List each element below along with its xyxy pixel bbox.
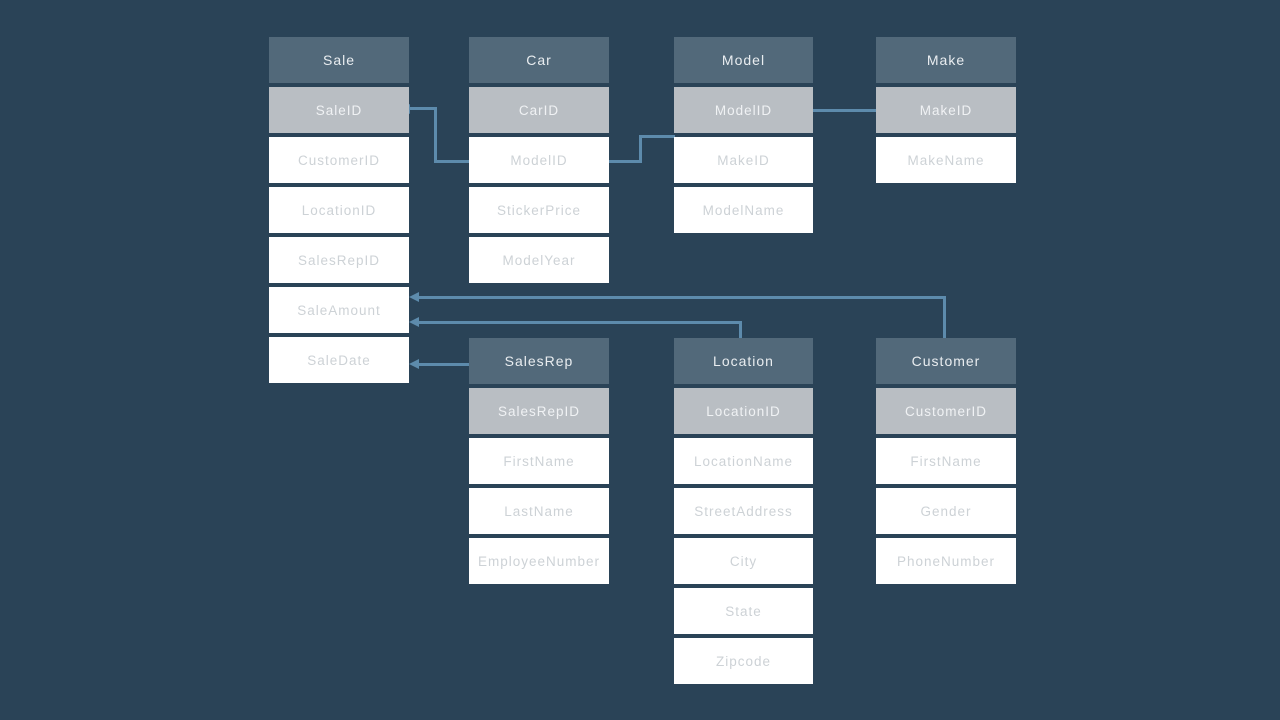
connector-line-segment: [419, 321, 742, 324]
field-row: EmployeeNumber: [469, 538, 609, 584]
field-row: SaleDate: [269, 337, 409, 383]
connector-line-segment: [419, 296, 946, 299]
field-row: SaleAmount: [269, 287, 409, 333]
table-title-sale: Sale: [269, 37, 409, 83]
field-row: ModelYear: [469, 237, 609, 283]
primary-key-row: SaleID: [269, 87, 409, 133]
connector-line-segment: [639, 135, 642, 163]
field-row: SalesRepID: [269, 237, 409, 283]
primary-key-row: LocationID: [674, 388, 813, 434]
field-row: ModelID: [469, 137, 609, 183]
primary-key-row: MakeID: [876, 87, 1016, 133]
connector-line-segment: [943, 296, 946, 339]
field-row: LocationName: [674, 438, 813, 484]
table-title-make: Make: [876, 37, 1016, 83]
connector-line-segment: [434, 160, 470, 163]
field-row: MakeName: [876, 137, 1016, 183]
table-title-car: Car: [469, 37, 609, 83]
connector-line-segment: [809, 109, 877, 112]
field-row: LastName: [469, 488, 609, 534]
field-row: Zipcode: [674, 638, 813, 684]
connector-line-segment: [419, 363, 470, 366]
connector-line-segment: [410, 107, 437, 110]
field-row: State: [674, 588, 813, 634]
table-title-location: Location: [674, 338, 813, 384]
field-row: Gender: [876, 488, 1016, 534]
table-title-customer: Customer: [876, 338, 1016, 384]
field-row: StreetAddress: [674, 488, 813, 534]
relationship-arrowhead-icon: [409, 317, 419, 327]
connector-line-segment: [739, 321, 742, 339]
table-title-salesrep: SalesRep: [469, 338, 609, 384]
field-row: ModelName: [674, 187, 813, 233]
connector-line-segment: [639, 135, 675, 138]
relationship-arrowhead-icon: [409, 292, 419, 302]
connector-line-segment: [434, 107, 437, 163]
table-title-model: Model: [674, 37, 813, 83]
field-row: MakeID: [674, 137, 813, 183]
field-row: PhoneNumber: [876, 538, 1016, 584]
primary-key-row: SalesRepID: [469, 388, 609, 434]
field-row: LocationID: [269, 187, 409, 233]
field-row: FirstName: [469, 438, 609, 484]
primary-key-row: CarID: [469, 87, 609, 133]
field-row: City: [674, 538, 813, 584]
field-row: FirstName: [876, 438, 1016, 484]
primary-key-row: ModelID: [674, 87, 813, 133]
connector-line-segment: [609, 160, 642, 163]
field-row: CustomerID: [269, 137, 409, 183]
field-row: StickerPrice: [469, 187, 609, 233]
relationship-arrowhead-icon: [409, 359, 419, 369]
primary-key-row: CustomerID: [876, 388, 1016, 434]
